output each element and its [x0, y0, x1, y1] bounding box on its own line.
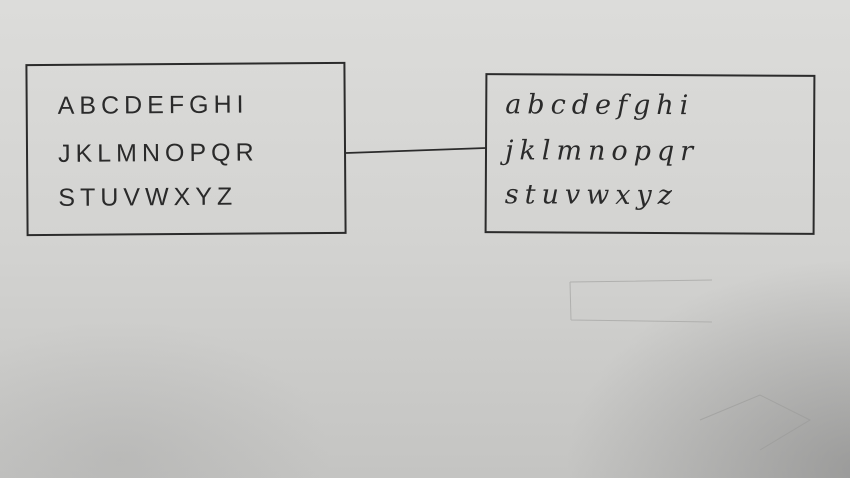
lowercase-row-2: jklmnopqr — [504, 135, 700, 168]
lowercase-row-1: abcdefghi — [505, 89, 695, 122]
lowercase-row-3: stuvwxyz — [504, 179, 679, 212]
lowercase-alphabet-box: abcdefghi jklmnopqr stuvwxyz — [484, 73, 816, 235]
